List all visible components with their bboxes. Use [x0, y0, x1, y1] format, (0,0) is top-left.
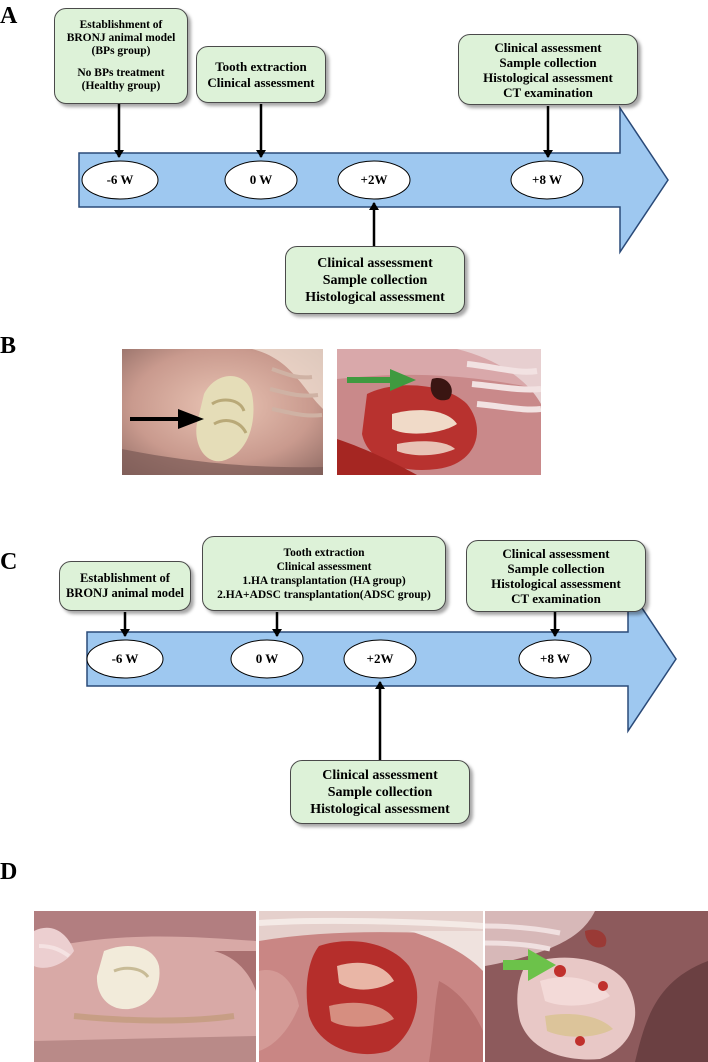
timepoint-oval-a-0w [224, 160, 298, 200]
timepoint-oval-a-8w [510, 160, 584, 200]
timepoint-label-a-minus6w: -6 W [106, 172, 134, 187]
box-a-8w-line: Sample collection [499, 54, 597, 70]
bleeding-socket-photo [259, 911, 483, 1062]
box-c-2w-line: Clinical assessment [322, 767, 438, 783]
timepoint-oval-c-8w [518, 639, 592, 679]
timepoint-label-a-8w: +8 W [532, 172, 562, 187]
box-c-extraction-line: Tooth extraction [283, 546, 365, 559]
healed-site-photo [485, 911, 708, 1062]
timepoint-oval-a-2w [337, 160, 411, 200]
box-a-8w-line: CT examination [503, 84, 593, 100]
timepoint-label-c-8w: +8 W [540, 651, 570, 666]
box-a-baseline-line: BRONJ animal model [66, 32, 176, 44]
timepoint-label-a-2w: +2W [360, 172, 388, 187]
box-c-extraction: Tooth extraction Clinical assessment 1.H… [202, 536, 446, 611]
box-c-8w-line: Sample collection [507, 561, 605, 576]
timepoint-oval-a-minus6w [81, 160, 159, 200]
timepoint-label-c-2w: +2W [366, 651, 394, 666]
box-c-2w-line: Sample collection [327, 784, 433, 800]
timepoint-label-c-minus6w: -6 W [111, 651, 139, 666]
box-c-8w-line: Clinical assessment [502, 546, 610, 561]
tooth-mucosa-photo [34, 911, 256, 1062]
box-a-2w-line: Clinical assessment [317, 255, 433, 271]
timepoint-label-c-0w: 0 W [255, 651, 279, 666]
extraction-socket-photo [337, 349, 541, 475]
box-c-extraction-line: 2.HA+ADSC transplantation(ADSC group) [217, 588, 431, 601]
box-c-2w-line: Histological assessment [310, 801, 450, 817]
box-a-8w-line: Histological assessment [483, 69, 613, 85]
panel-label-d: D [0, 859, 18, 885]
box-a-8w-line: Clinical assessment [494, 39, 602, 55]
box-c-2w: Clinical assessment Sample collection Hi… [290, 760, 470, 824]
box-c-baseline: Establishment of BRONJ animal model [59, 561, 191, 611]
panel-label-a: A [0, 3, 18, 29]
timepoint-label-a-0w: 0 W [249, 172, 273, 187]
box-a-baseline-line: (Healthy group) [81, 80, 161, 92]
timepoint-oval-c-minus6w [86, 639, 164, 679]
box-a-2w-line: Histological assessment [305, 289, 445, 305]
box-c-extraction-line: 1.HA transplantation (HA group) [242, 574, 406, 587]
box-c-8w: Clinical assessment Sample collection Hi… [466, 540, 646, 612]
box-c-extraction-line: Clinical assessment [276, 560, 372, 573]
box-a-2w-line: Sample collection [322, 272, 428, 288]
panel-label-c: C [0, 549, 18, 575]
box-c-8w-line: CT examination [511, 591, 601, 606]
box-a-8w: Clinical assessment Sample collection Hi… [458, 34, 638, 105]
box-a-baseline-line: No BPs treatment [77, 67, 165, 79]
box-c-baseline-line: Establishment of [80, 571, 170, 585]
timepoint-oval-c-0w [230, 639, 304, 679]
box-a-baseline-line: (BPs group) [91, 45, 151, 57]
panel-label-b: B [0, 333, 17, 359]
box-a-2w: Clinical assessment Sample collection Hi… [285, 246, 465, 314]
box-a-baseline: Establishment of BRONJ animal model (BPs… [54, 8, 188, 104]
box-a-baseline-line: Establishment of [79, 19, 163, 31]
healthy-oral-mucosa-photo [122, 349, 323, 475]
box-a-extraction: Tooth extraction Clinical assessment [196, 46, 326, 103]
box-c-8w-line: Histological assessment [491, 576, 621, 591]
box-c-baseline-line: BRONJ animal model [65, 586, 185, 600]
timepoint-oval-c-2w [343, 639, 417, 679]
box-a-extraction-line: Tooth extraction [215, 58, 307, 74]
box-a-extraction-line: Clinical assessment [207, 74, 315, 90]
